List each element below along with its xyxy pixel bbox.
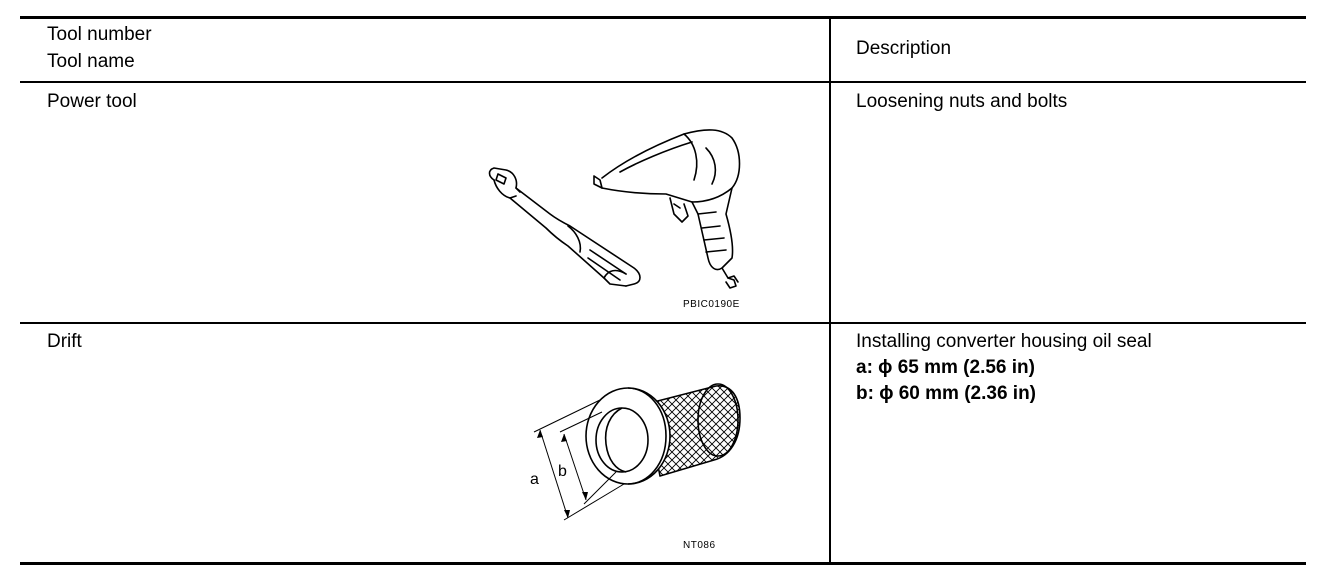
drift-figure-code: NT086 <box>683 540 716 551</box>
drift-label-b: b <box>558 463 567 480</box>
row-divider <box>20 322 1306 324</box>
power-tool-figure-code: PBIC0190E <box>683 299 740 310</box>
row-drift-name: Drift <box>47 331 82 352</box>
drift-dimension-b: b: ϕ 60 mm (2.36 in) <box>856 383 1037 404</box>
header-description: Description <box>856 38 952 59</box>
power-tool-illustration <box>488 129 741 289</box>
row-power-tool-description: Loosening nuts and bolts <box>856 91 1068 112</box>
header-tool-name: Tool name <box>47 51 135 72</box>
header-tool-number: Tool number <box>47 24 152 45</box>
row-power-tool-name: Power tool <box>47 91 137 112</box>
column-divider <box>829 18 831 563</box>
header-bottom-rule <box>20 81 1306 83</box>
drift-label-a: a <box>530 471 539 488</box>
drift-illustration: a b <box>530 383 741 521</box>
table-top-rule <box>20 16 1306 19</box>
table-bottom-rule <box>20 562 1306 565</box>
row-drift-description: Installing converter housing oil seal <box>856 331 1152 352</box>
drift-dimension-a: a: ϕ 65 mm (2.56 in) <box>856 357 1035 378</box>
